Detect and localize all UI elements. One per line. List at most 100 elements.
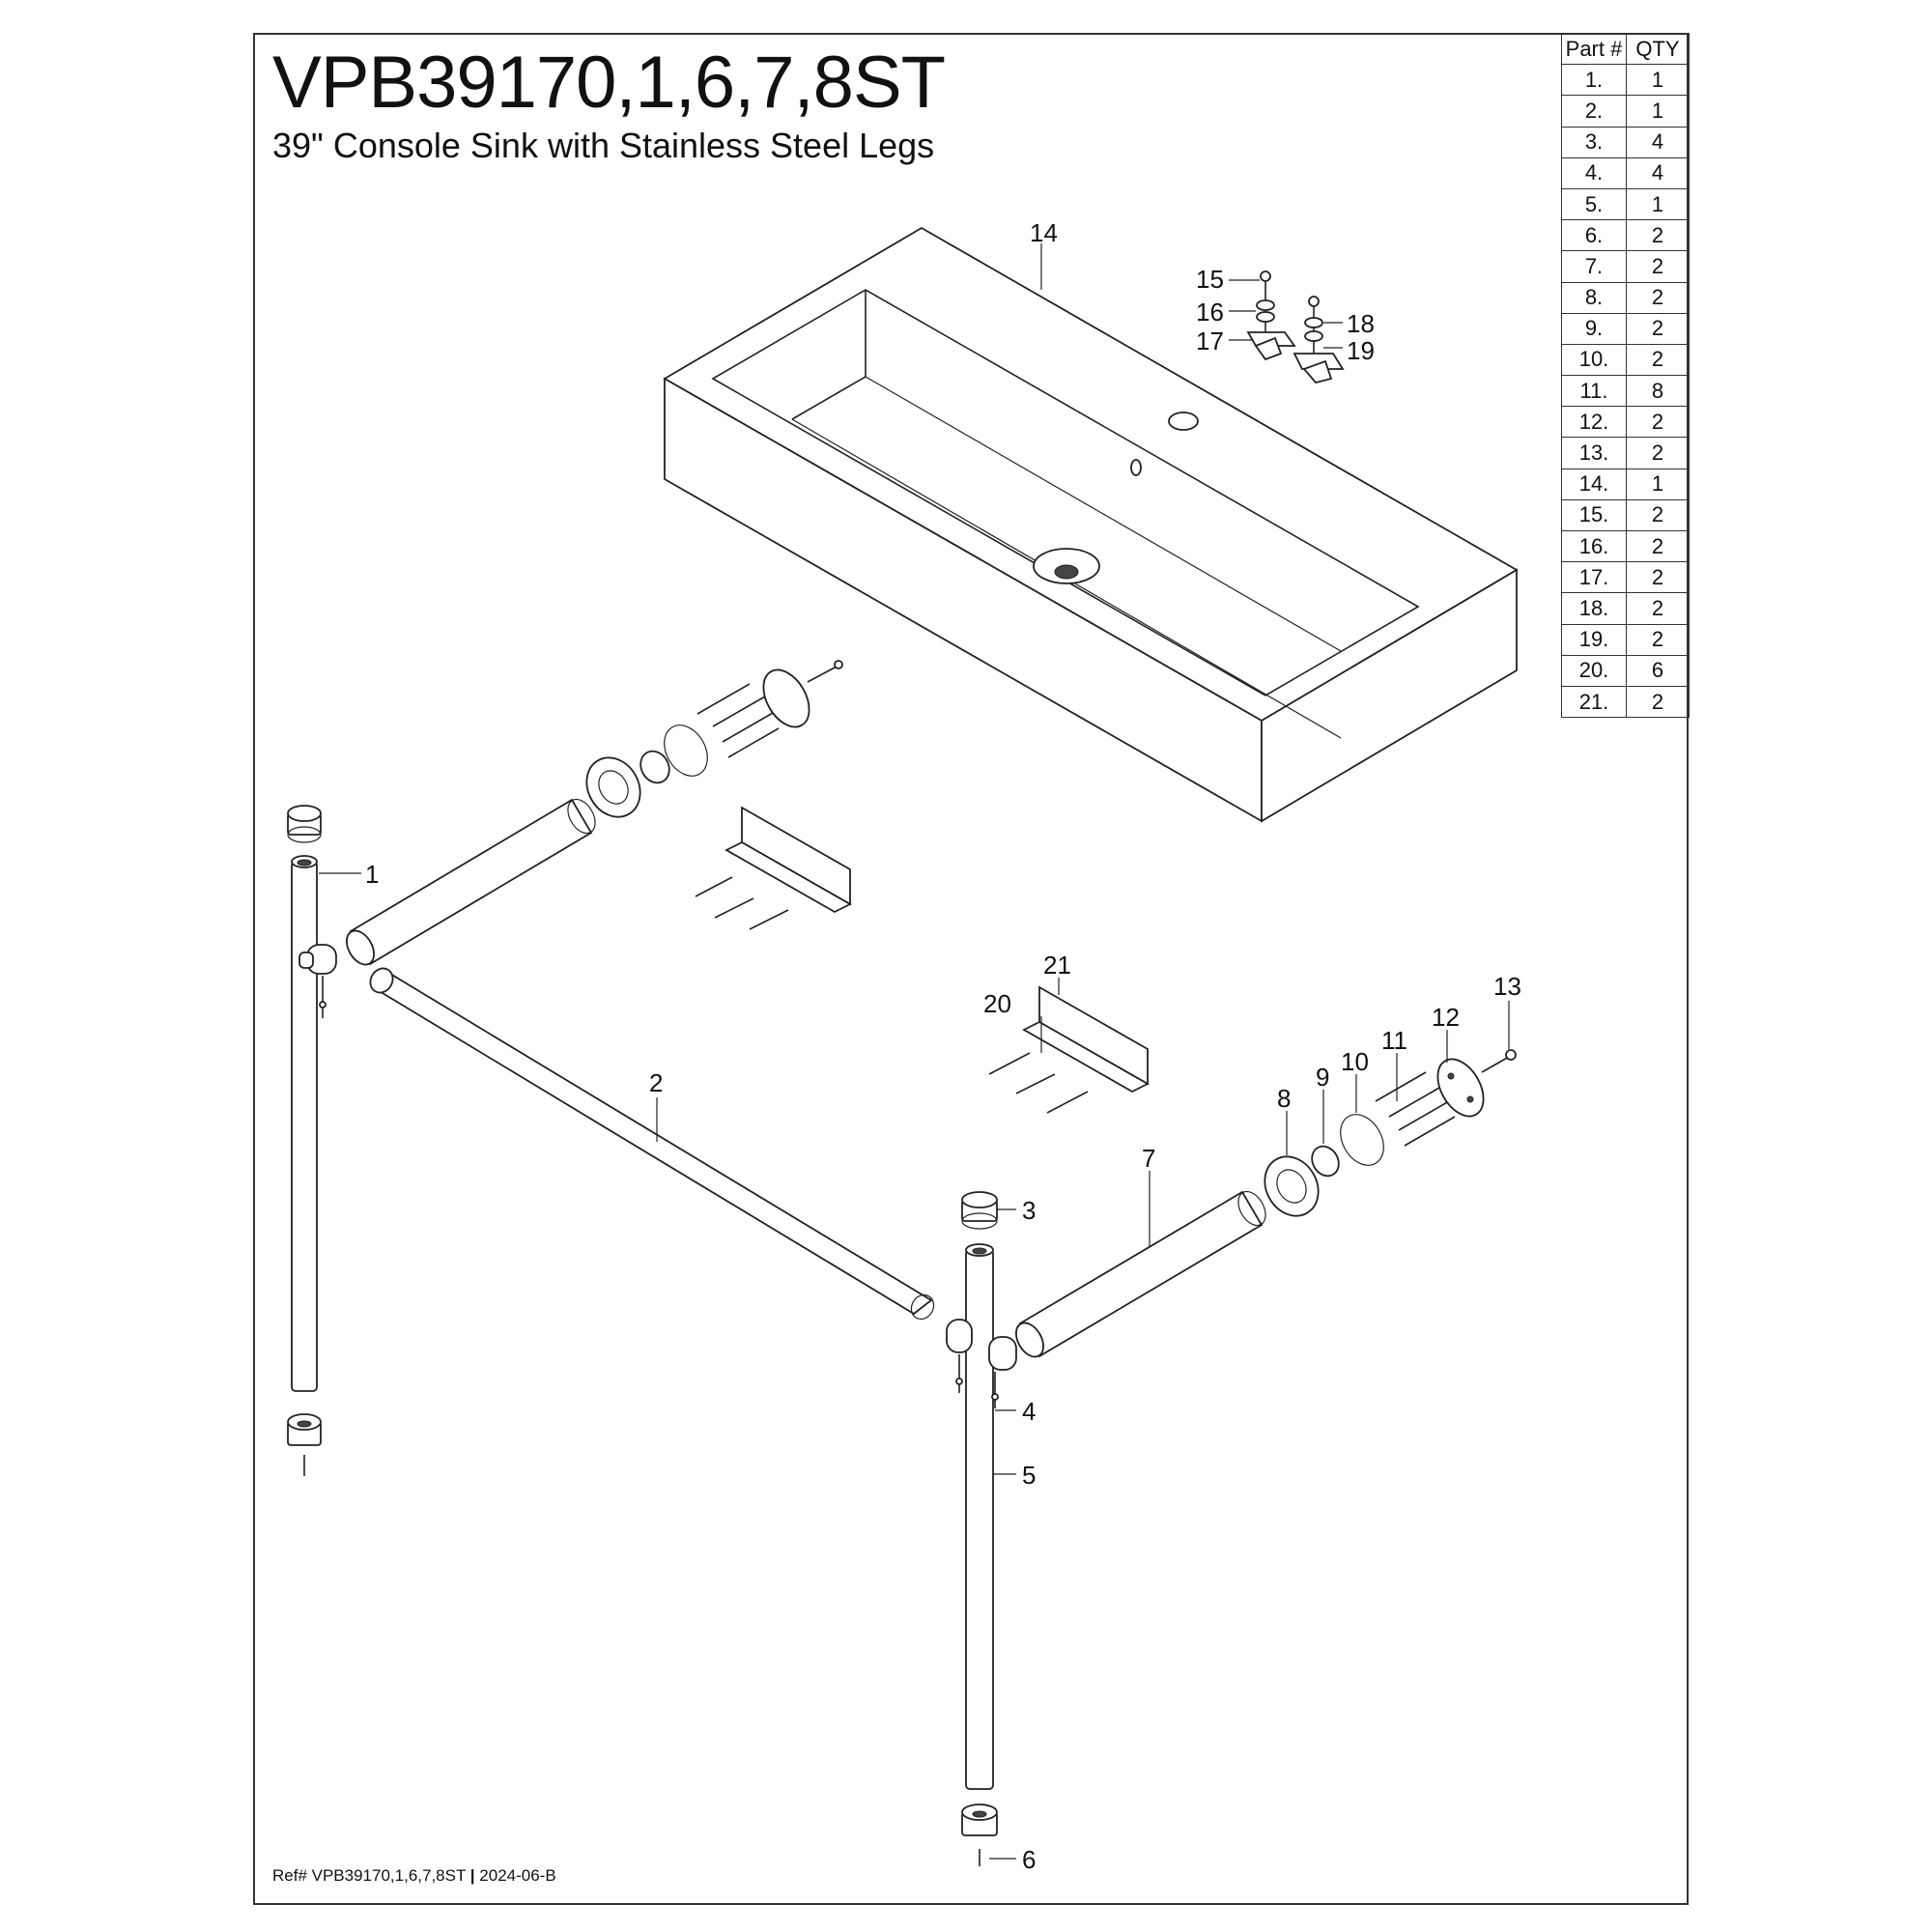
part-number-cell: 9. <box>1561 312 1627 345</box>
product-description: 39" Console Sink with Stainless Steel Le… <box>272 126 935 165</box>
qty-cell: 6 <box>1626 654 1690 687</box>
callout-21: 21 <box>1043 951 1071 980</box>
table-row: 14.1 <box>1561 468 1690 500</box>
part-number-cell: 4. <box>1561 156 1627 189</box>
table-row: 12.2 <box>1561 406 1690 439</box>
part-number-cell: 20. <box>1561 654 1627 687</box>
header-qty: QTY <box>1626 32 1690 66</box>
bracket-screws-20 <box>988 1052 1089 1114</box>
qty-cell: 2 <box>1626 312 1690 345</box>
table-header-row: Part # QTY <box>1561 32 1690 66</box>
table-row: 9.2 <box>1561 312 1690 345</box>
callout-15: 15 <box>1196 265 1224 294</box>
table-row: 20.6 <box>1561 654 1690 687</box>
callout-13: 13 <box>1493 972 1521 1001</box>
rear-leg <box>291 855 318 1392</box>
model-number-title: VPB39170,1,6,7,8ST <box>272 42 946 124</box>
part-number-cell: 12. <box>1561 406 1627 439</box>
front-flange-screw-13 <box>1481 1049 1517 1073</box>
part-number-cell: 16. <box>1561 529 1627 563</box>
front-flange-oring-10 <box>1340 1114 1384 1166</box>
footer-ref: Ref# VPB39170,1,6,7,8ST <box>272 1866 467 1885</box>
footer-revision: 2024-06-B <box>479 1866 556 1885</box>
callout-3: 3 <box>1022 1196 1036 1225</box>
part-number-cell: 19. <box>1561 623 1627 656</box>
qty-cell: 2 <box>1626 406 1690 439</box>
callout-10: 10 <box>1341 1047 1369 1076</box>
rear-wall-bracket <box>695 806 852 930</box>
header-part-number: Part # <box>1561 32 1627 66</box>
qty-cell: 2 <box>1626 592 1690 625</box>
callout-19: 19 <box>1347 336 1375 365</box>
wall-bracket-21 <box>1022 985 1150 1094</box>
callout-6: 6 <box>1022 1845 1036 1874</box>
qty-cell: 2 <box>1626 281 1690 314</box>
callout-9: 9 <box>1316 1063 1329 1092</box>
callout-5: 5 <box>1022 1461 1036 1490</box>
part-number-cell: 21. <box>1561 685 1627 719</box>
footer-separator: | <box>469 1866 475 1885</box>
callout-2: 2 <box>649 1068 663 1097</box>
front-wall-bar <box>1015 1190 1266 1358</box>
qty-cell: 2 <box>1626 685 1690 719</box>
callout-17: 17 <box>1196 327 1224 355</box>
qty-cell: 2 <box>1626 623 1690 656</box>
front-crossbar <box>369 967 935 1321</box>
front-leg-connector-right <box>988 1336 1017 1408</box>
callout-7: 7 <box>1142 1144 1155 1173</box>
rear-wall-flange-group <box>585 660 843 818</box>
part-number-cell: 8. <box>1561 281 1627 314</box>
qty-cell: 4 <box>1626 126 1690 158</box>
part-number-cell: 10. <box>1561 343 1627 377</box>
part-number-cell: 11. <box>1561 375 1627 408</box>
callout-8: 8 <box>1277 1084 1291 1113</box>
table-row: 11.8 <box>1561 375 1690 408</box>
callout-labels: 14 15 16 17 18 19 1 2 3 4 5 6 7 8 9 10 1… <box>365 218 1521 1874</box>
front-leg-connector-left <box>946 1319 973 1393</box>
table-row: 21.2 <box>1561 685 1690 719</box>
drawing-border <box>253 33 1689 1905</box>
front-flange-plate-12 <box>1436 1058 1485 1118</box>
callout-16: 16 <box>1196 298 1224 327</box>
rear-leg-connector <box>298 944 337 1018</box>
part-number-cell: 18. <box>1561 592 1627 625</box>
callout-1: 1 <box>365 860 379 889</box>
qty-cell: 2 <box>1626 437 1690 469</box>
table-row: 19.2 <box>1561 623 1690 656</box>
front-leg <box>965 1243 994 1790</box>
rear-leg-top-cap <box>287 805 322 843</box>
table-row: 6.2 <box>1561 219 1690 252</box>
sink-basin <box>663 226 1519 823</box>
callout-11: 11 <box>1381 1026 1407 1055</box>
rear-wall-bar <box>346 798 596 966</box>
callout-18: 18 <box>1347 309 1375 338</box>
table-row: 8.2 <box>1561 281 1690 314</box>
table-row: 17.2 <box>1561 561 1690 594</box>
rear-leg-foot-cap <box>287 1413 322 1476</box>
qty-cell: 2 <box>1626 250 1690 283</box>
callout-4: 4 <box>1022 1397 1036 1426</box>
front-flange-screws-11 <box>1375 1071 1456 1147</box>
front-flange-ring-9 <box>1311 1145 1340 1178</box>
table-row: 4.4 <box>1561 156 1690 189</box>
qty-cell: 2 <box>1626 343 1690 377</box>
table-row: 10.2 <box>1561 343 1690 377</box>
qty-cell: 2 <box>1626 529 1690 563</box>
leader-lines <box>319 243 1510 1860</box>
part-number-cell: 5. <box>1561 187 1627 221</box>
callout-20: 20 <box>983 989 1011 1018</box>
table-row: 18.2 <box>1561 592 1690 625</box>
callout-14: 14 <box>1030 218 1058 247</box>
front-leg-top-cap <box>961 1191 998 1230</box>
table-row: 16.2 <box>1561 529 1690 563</box>
front-flange-cover-8 <box>1264 1155 1320 1217</box>
qty-cell: 2 <box>1626 561 1690 594</box>
mount-hardware-15-17 <box>1246 270 1296 361</box>
drawing-reference-footer: Ref# VPB39170,1,6,7,8ST | 2024-06-B <box>272 1866 556 1886</box>
part-number-cell: 17. <box>1561 561 1627 594</box>
front-leg-foot-cap <box>961 1804 998 1866</box>
part-number-cell: 2. <box>1561 95 1627 128</box>
callout-12: 12 <box>1432 1003 1460 1032</box>
